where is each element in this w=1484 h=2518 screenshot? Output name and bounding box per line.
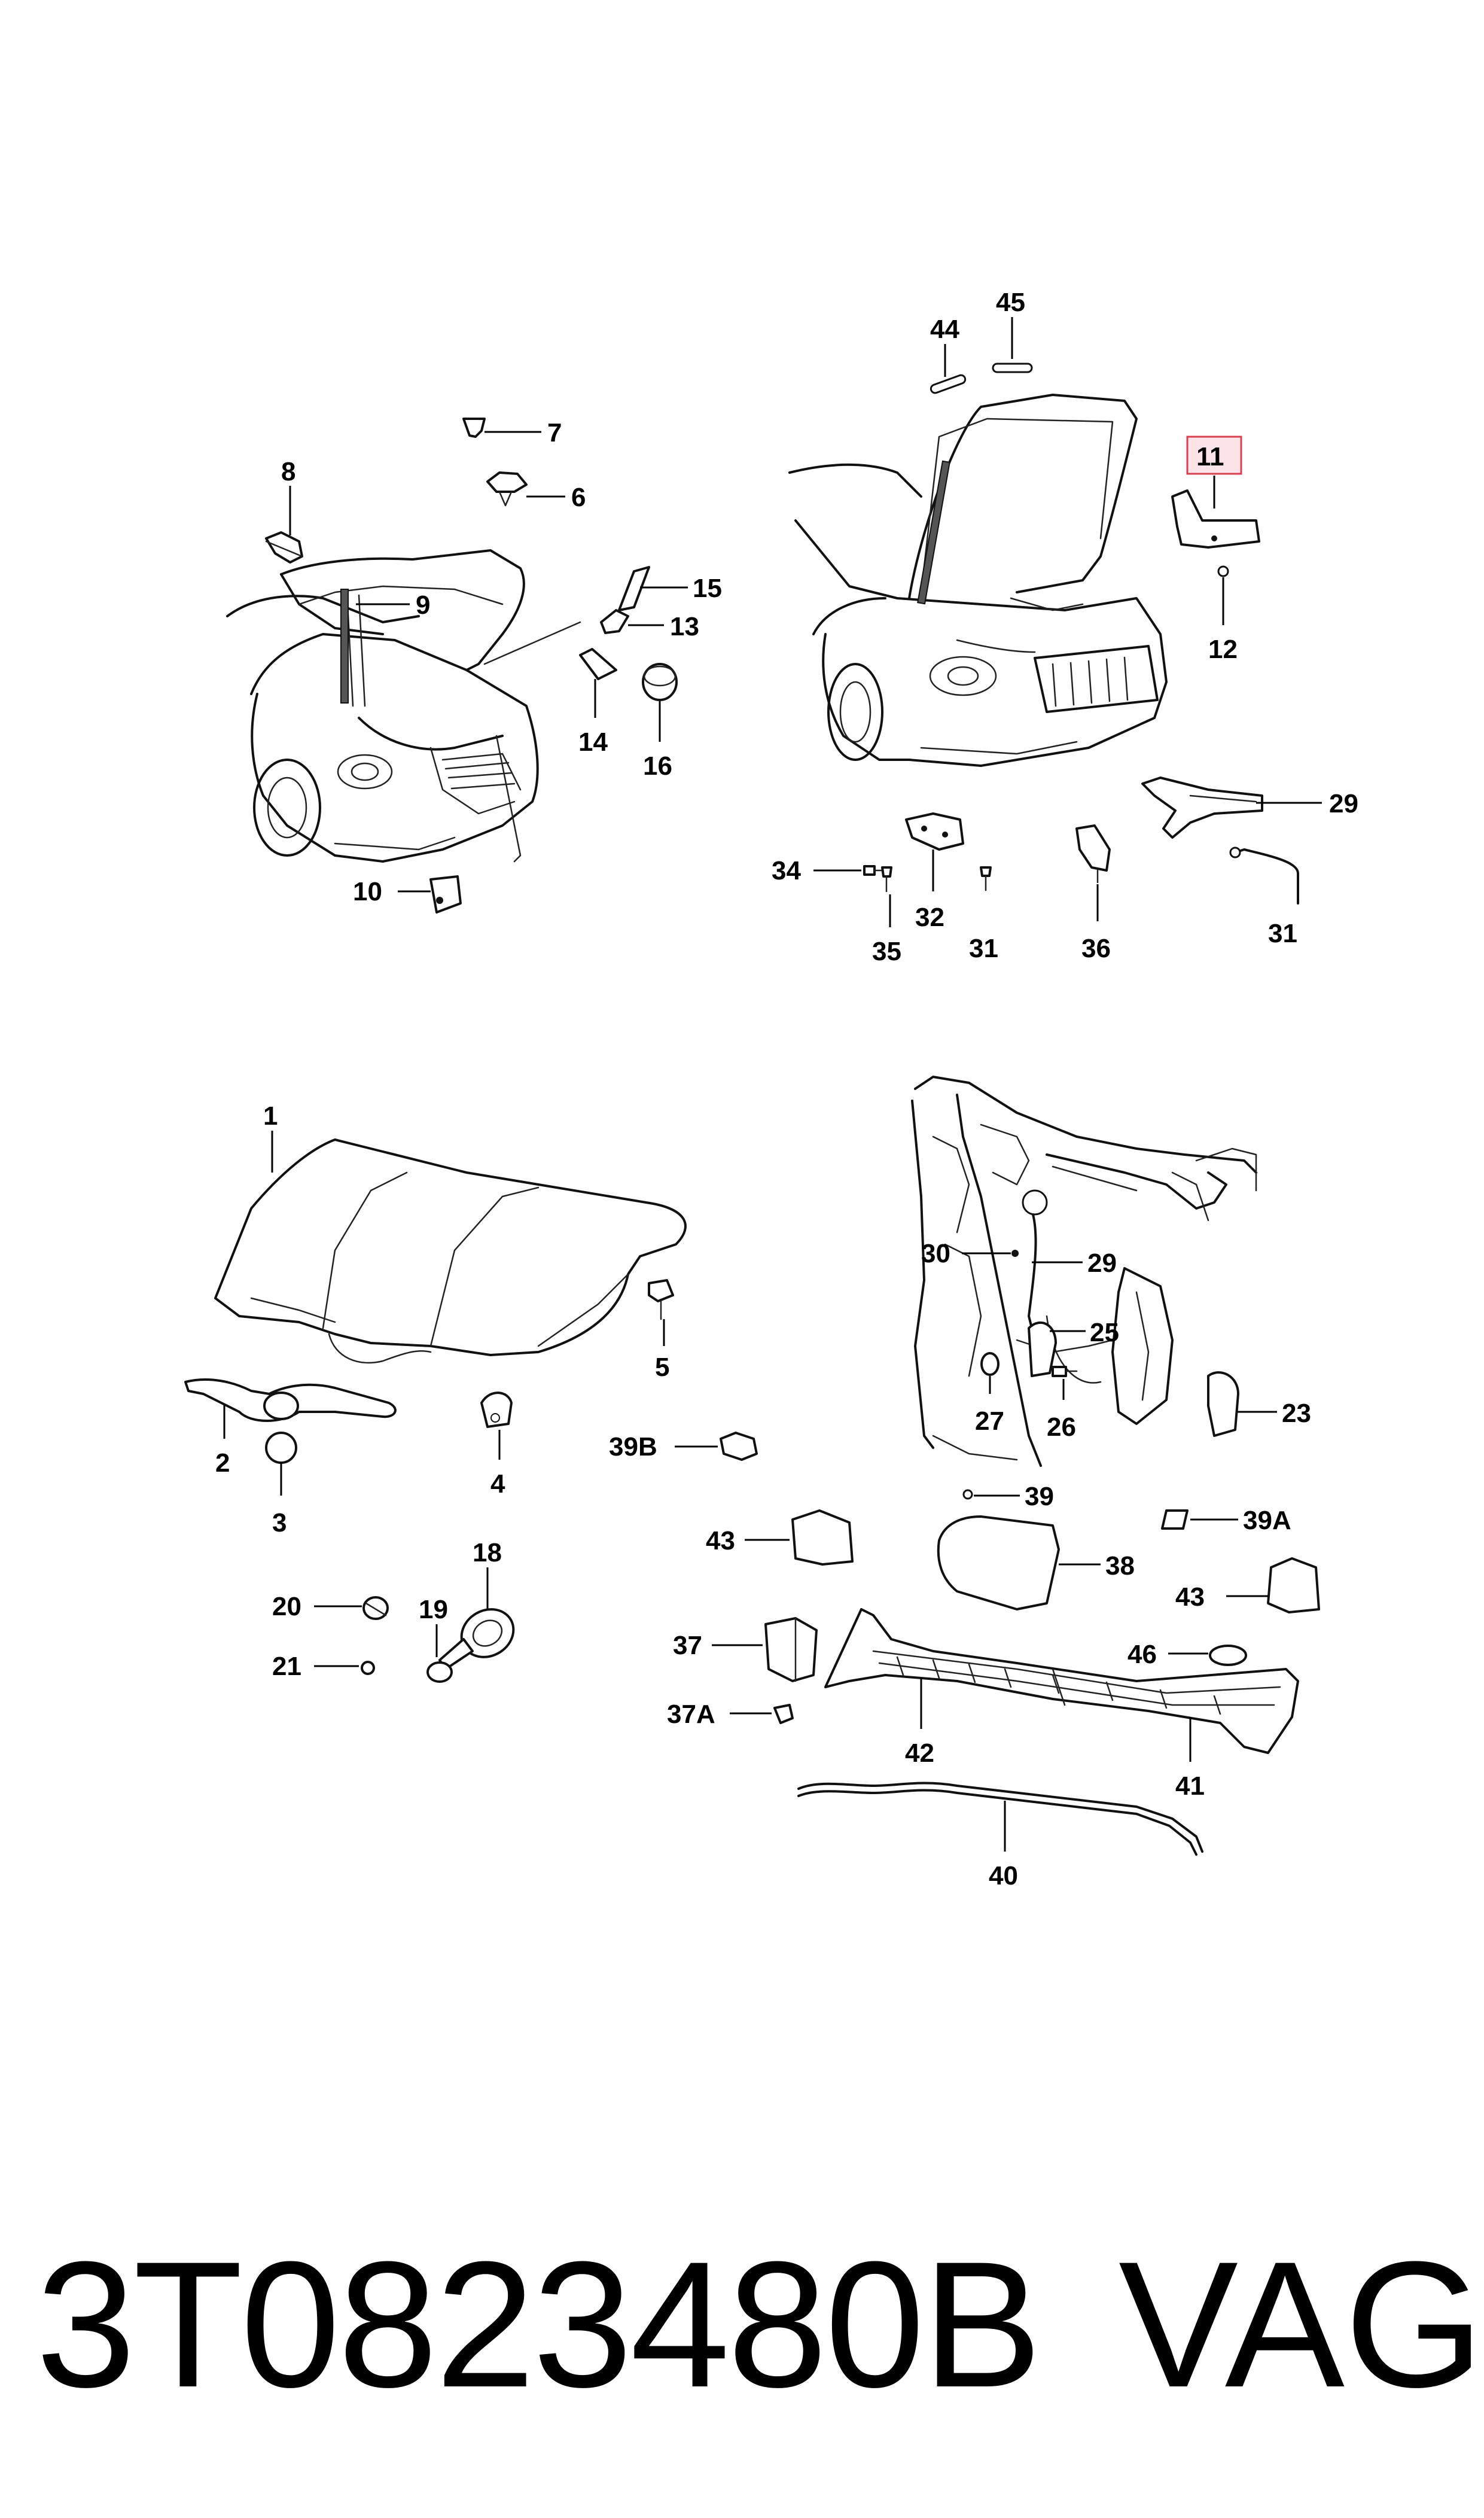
callout-45: 45 [996, 288, 1025, 317]
callout-11: 11 [1196, 442, 1224, 471]
part-20: 20 [272, 1592, 389, 1621]
part-10: 10 [353, 875, 462, 914]
part-46: 46 [1128, 1640, 1247, 1669]
part-21: 21 [272, 1652, 375, 1681]
callout-34: 34 [772, 856, 801, 885]
callout-30: 30 [921, 1239, 950, 1268]
part-25: 25 [1028, 1318, 1119, 1377]
callout-42: 42 [905, 1738, 934, 1768]
part-37: 37 [673, 1617, 818, 1682]
part-31-bolt: 31 [969, 866, 998, 963]
callout-37: 37 [673, 1631, 702, 1660]
callout-8: 8 [281, 457, 295, 486]
part-41-42-scuttle-panel: 42 41 [824, 1608, 1299, 1801]
part-34: 34 [772, 856, 886, 885]
callout-43b: 43 [1175, 1582, 1205, 1612]
callout-35: 35 [872, 937, 901, 966]
part-8: 8 [265, 457, 303, 564]
callout-31a: 31 [969, 934, 998, 963]
part-38: 38 [937, 1515, 1135, 1610]
part-43-right: 43 [1175, 1557, 1320, 1613]
part-39: 39 [962, 1482, 1054, 1511]
callout-36: 36 [1081, 934, 1111, 963]
callout-5: 5 [655, 1353, 669, 1382]
callout-18: 18 [473, 1538, 502, 1567]
callout-29b: 29 [1087, 1249, 1117, 1278]
car-left-illustration [226, 549, 581, 863]
part-14: 14 [578, 648, 617, 757]
part-31-hose: 31 [1229, 847, 1299, 948]
part-9: 9 [356, 590, 430, 620]
callout-14: 14 [578, 727, 608, 757]
callout-2: 2 [215, 1448, 230, 1478]
part-23: 23 [1207, 1371, 1311, 1437]
callout-41: 41 [1175, 1771, 1205, 1801]
part-27: 27 [975, 1352, 1004, 1436]
callout-9: 9 [416, 590, 430, 620]
callout-12: 12 [1208, 635, 1238, 664]
brand-text: VAG [1119, 2224, 1484, 2425]
callout-39b: 39B [609, 1432, 657, 1462]
part-12: 12 [1208, 565, 1238, 664]
callout-25: 25 [1090, 1318, 1119, 1347]
callout-10: 10 [353, 877, 382, 906]
callout-40: 40 [989, 1861, 1018, 1890]
part-40-seal: 40 [797, 1782, 1203, 1890]
part-35: 35 [872, 866, 901, 966]
callout-20: 20 [272, 1592, 301, 1621]
part-4: 4 [480, 1392, 513, 1499]
callout-23: 23 [1282, 1399, 1311, 1428]
part-3-badge: 3 [265, 1432, 297, 1537]
part-15: 15 [618, 566, 722, 611]
callout-27: 27 [975, 1406, 1004, 1436]
callout-4: 4 [490, 1469, 505, 1499]
highlight-box [1186, 436, 1242, 475]
part-16: 16 [642, 663, 678, 781]
callout-32: 32 [915, 903, 944, 932]
callout-44: 44 [930, 315, 959, 344]
part-45: 45 [992, 288, 1033, 373]
part-29-top: 29 [1141, 777, 1358, 839]
part-11: 11 [1171, 436, 1260, 549]
part-7: 7 [462, 418, 562, 447]
part-44: 44 [930, 315, 967, 394]
part-1-hood: 1 [214, 1101, 687, 1364]
callout-39a: 39A [1243, 1506, 1291, 1535]
callout-3: 3 [272, 1508, 287, 1537]
callout-38: 38 [1105, 1551, 1135, 1581]
callout-21: 21 [272, 1652, 301, 1681]
part-39a: 39A [1161, 1506, 1291, 1535]
part-number-text: 3T0823480B [36, 2224, 1042, 2425]
callout-15: 15 [693, 574, 722, 603]
part-36: 36 [1075, 824, 1111, 963]
part-37a: 37A [667, 1700, 794, 1729]
callout-46: 46 [1128, 1640, 1157, 1669]
callout-1: 1 [263, 1101, 278, 1131]
callout-37a: 37A [667, 1700, 715, 1729]
part-39b: 39B [609, 1432, 758, 1462]
part-5-bolt: 5 [648, 1279, 674, 1382]
callout-31b: 31 [1268, 919, 1297, 948]
part-2-emblem-strip: 2 [184, 1378, 397, 1478]
callout-13: 13 [670, 612, 699, 641]
scuttle-structure-illustration [911, 1076, 1257, 1467]
car-right-illustration [788, 394, 1168, 767]
part-43-left: 43 [706, 1509, 854, 1566]
part-6: 6 [486, 471, 586, 512]
callout-39: 39 [1025, 1482, 1054, 1511]
part-29-bottom: 29 [1032, 1249, 1117, 1278]
callout-16: 16 [643, 751, 672, 781]
part-30: 30 [921, 1239, 1019, 1268]
callout-43a: 43 [706, 1526, 735, 1555]
part-32: 32 [905, 812, 964, 932]
callout-6: 6 [571, 483, 586, 512]
callout-7: 7 [547, 418, 562, 447]
callout-29a: 29 [1329, 789, 1358, 818]
callout-19: 19 [419, 1595, 448, 1624]
part-26: 26 [1047, 1366, 1078, 1442]
callout-26: 26 [1047, 1412, 1076, 1442]
part-19: 19 [419, 1595, 474, 1683]
part-13: 13 [600, 609, 699, 641]
